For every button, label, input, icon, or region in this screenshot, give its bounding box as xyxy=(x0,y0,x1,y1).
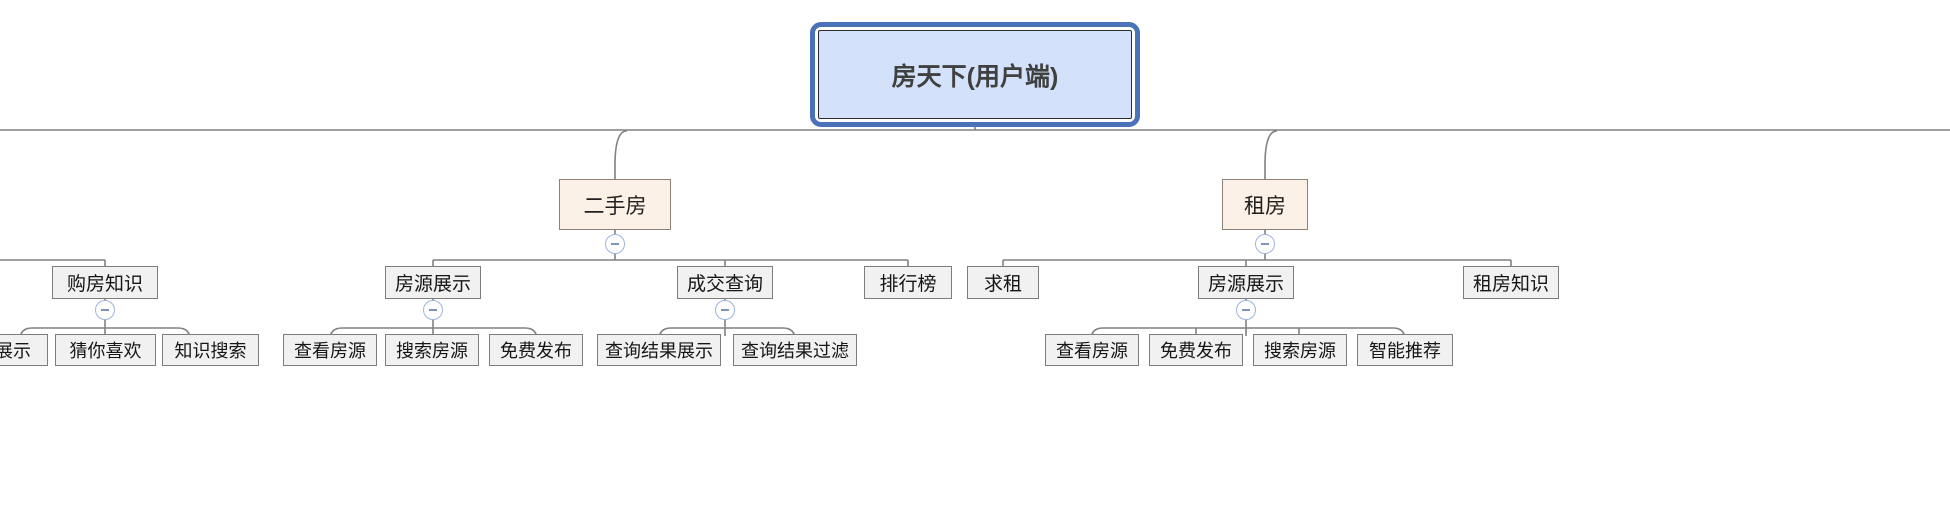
node-ershoufang[interactable]: 二手房 xyxy=(559,179,671,230)
node-zhishisousuo[interactable]: 知识搜索 xyxy=(162,334,259,366)
minus-circle-icon-ershoufang[interactable] xyxy=(605,234,625,254)
node-zufangzhishi[interactable]: 租房知识 xyxy=(1463,266,1559,299)
node-cainixihuan[interactable]: 猜你喜欢 xyxy=(55,334,156,366)
node-fangyuanzhanshi-zufang[interactable]: 房源展示 xyxy=(1198,266,1294,299)
node-chaxunjieguozhanshi[interactable]: 查询结果展示 xyxy=(597,334,721,366)
minus-bar xyxy=(611,243,619,245)
node-zhanshi[interactable]: 展示 xyxy=(0,334,48,366)
node-qiuzu[interactable]: 求租 xyxy=(967,266,1039,299)
node-sousuofangyuan-ershou[interactable]: 搜索房源 xyxy=(385,334,479,366)
node-mianfeifabu-ershou[interactable]: 免费发布 xyxy=(489,334,583,366)
minus-circle-icon-fangyuanzhanshi-zufang[interactable] xyxy=(1236,300,1256,320)
node-zhinengtuijian[interactable]: 智能推荐 xyxy=(1357,334,1453,366)
node-chengjiaochaxun[interactable]: 成交查询 xyxy=(677,266,773,299)
node-paihangbang[interactable]: 排行榜 xyxy=(864,266,952,299)
node-chakanfangyuan-zufang[interactable]: 查看房源 xyxy=(1045,334,1139,366)
node-chaxunjieguoguolv[interactable]: 查询结果过滤 xyxy=(733,334,857,366)
node-goufangzhishi[interactable]: 购房知识 xyxy=(52,266,158,299)
minus-bar xyxy=(101,309,109,311)
minus-circle-icon-goufangzhishi[interactable] xyxy=(95,300,115,320)
root-node-label: 房天下(用户端) xyxy=(818,30,1132,119)
node-mianfeifabu-zufang[interactable]: 免费发布 xyxy=(1149,334,1243,366)
minus-bar xyxy=(721,309,729,311)
node-chakanfangyuan-ershou[interactable]: 查看房源 xyxy=(283,334,377,366)
minus-circle-icon-chengjiaochaxun[interactable] xyxy=(715,300,735,320)
node-sousuofangyuan-zufang[interactable]: 搜索房源 xyxy=(1253,334,1347,366)
node-zufang[interactable]: 租房 xyxy=(1222,179,1308,230)
node-fangyuanzhanshi-ershou[interactable]: 房源展示 xyxy=(385,266,481,299)
minus-circle-icon-fangyuanzhanshi-ershou[interactable] xyxy=(423,300,443,320)
minus-circle-icon-zufang[interactable] xyxy=(1255,234,1275,254)
root-node[interactable]: 房天下(用户端) xyxy=(810,22,1140,127)
minus-bar xyxy=(429,309,437,311)
minus-bar xyxy=(1261,243,1269,245)
minus-bar xyxy=(1242,309,1250,311)
